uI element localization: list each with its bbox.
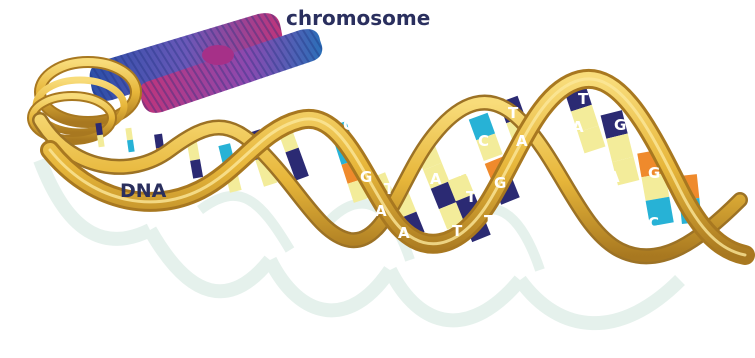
base-letter: T (384, 180, 395, 198)
base-letter: C (648, 214, 659, 232)
base-letter: T (484, 212, 495, 230)
base-letter: G (494, 174, 506, 192)
base-letter: T (578, 90, 589, 108)
base-letter: A (430, 170, 442, 188)
base-letter: A (375, 202, 387, 220)
base-letter: A (572, 118, 584, 136)
dna-label: DNA (120, 180, 166, 202)
base-letter: T (466, 188, 477, 206)
chromosome-label: chromosome (286, 6, 430, 30)
base-letter: C (366, 142, 377, 160)
base-letter: A (458, 162, 470, 180)
base-letter: G (648, 164, 660, 182)
base-letter: C (343, 116, 354, 134)
base-letter: A (608, 168, 620, 186)
base-letter: G (360, 168, 372, 186)
base-letter: A (428, 200, 440, 218)
base-letter: C (478, 132, 489, 150)
base-letter: A (398, 224, 410, 242)
base-letter: G (614, 116, 626, 134)
base-letter: A (516, 132, 528, 150)
base-letter: T (452, 222, 463, 240)
base-letter: T (508, 104, 519, 122)
